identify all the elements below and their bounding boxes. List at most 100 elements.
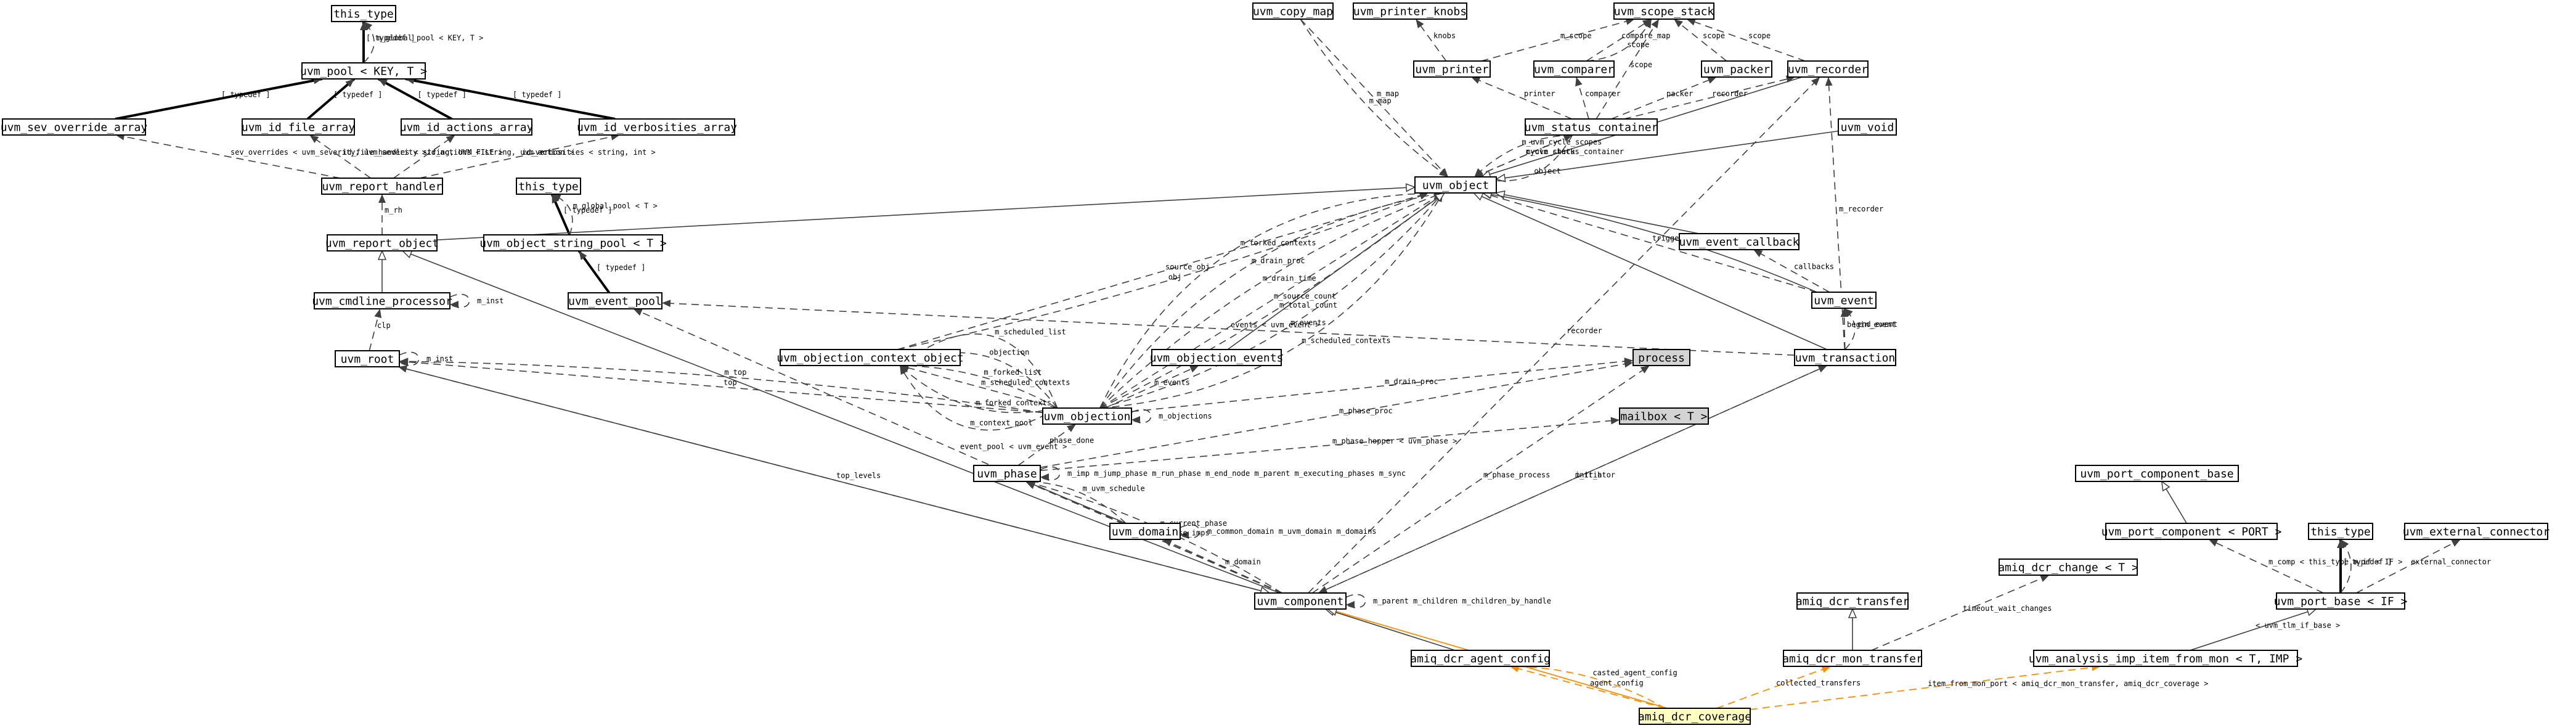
class-node-label: uvm_objection xyxy=(1044,411,1131,423)
class-node-box xyxy=(780,349,961,366)
edge-uvm-transaction-to-uvm-event-pool xyxy=(661,302,1795,356)
arrow-head xyxy=(1040,473,1049,481)
class-node-label: amiq_dcr_coverage xyxy=(1638,711,1751,724)
edge-label: sev_overrides < uvm_severity, uvm_severi… xyxy=(230,148,426,157)
class-node-uvm-event-callback[interactable]: uvm_event_callback xyxy=(1679,233,1800,250)
class-node-label: amiq_dcr_mon_transfer xyxy=(1782,653,1923,666)
class-node-box xyxy=(1619,407,1709,425)
edge-label: printer xyxy=(1524,89,1555,98)
edge-uvm-recorder-to-uvm-scope-stack xyxy=(1686,18,1806,62)
class-node-box xyxy=(1109,523,1181,540)
class-node-uvm-printer[interactable]: uvm_printer xyxy=(1413,60,1491,78)
arrow-head xyxy=(1840,308,1848,317)
edge-uvm-component-to-process xyxy=(1311,365,1650,594)
class-node-uvm-pool[interactable]: uvm_pool < KEY, T > xyxy=(300,62,427,80)
class-node-amiq-dcr-transfer[interactable]: amiq_dcr_transfer xyxy=(1796,592,1909,610)
class-node-amiq-dcr-agent-config[interactable]: amiq_dcr_agent_config xyxy=(1410,650,1551,667)
class-node-uvm-root[interactable]: uvm_root xyxy=(335,350,400,367)
class-node-box xyxy=(483,234,663,252)
class-node-label: uvm_recorder xyxy=(1788,63,1868,76)
edge-label: m_forked_contexts xyxy=(976,398,1051,407)
class-node-label: uvm_port_component < PORT > xyxy=(2101,526,2282,539)
arrow-head xyxy=(2161,480,2170,492)
class-node-uvm-id-verbosities-array[interactable]: uvm_id_verbosities_array xyxy=(577,118,737,136)
class-node-label: uvm_port_component_base xyxy=(2080,468,2233,481)
class-node-uvm-comparer[interactable]: uvm_comparer xyxy=(1533,60,1615,78)
class-node-label: uvm_id_actions_array xyxy=(400,121,534,134)
class-node-amiq-dcr-coverage[interactable]: amiq_dcr_coverage xyxy=(1638,708,1751,725)
class-node-uvm-void[interactable]: uvm_void xyxy=(1838,118,1897,136)
class-node-uvm-phase[interactable]: uvm_phase xyxy=(973,465,1041,482)
class-node-uvm-domain[interactable]: uvm_domain xyxy=(1109,523,1181,540)
class-node-process[interactable]: process xyxy=(1632,349,1690,366)
class-node-uvm-printer-knobs[interactable]: uvm_printer_knobs xyxy=(1353,2,1467,20)
class-node-uvm-report-handler[interactable]: uvm_report_handler xyxy=(321,178,443,195)
edge-uvm-report-handler-to-uvm-sev-override-array xyxy=(115,134,341,179)
arrow-head xyxy=(2451,539,2461,547)
class-node-uvm-transaction[interactable]: uvm_transaction xyxy=(1794,349,1896,366)
arrow-head xyxy=(1821,666,1831,673)
class-node-uvm-external-connector[interactable]: uvm_external_connector xyxy=(2403,523,2550,540)
class-node-box xyxy=(1838,118,1897,136)
class-node-uvm-component[interactable]: uvm_component xyxy=(1254,592,1347,610)
class-node-uvm-port-component[interactable]: uvm_port_component < PORT > xyxy=(2101,523,2282,540)
edge-label: m_scheduled_contexts xyxy=(981,378,1070,387)
class-node-this-type-right[interactable]: this_type xyxy=(2308,523,2373,540)
class-node-uvm-object-string-pool[interactable]: uvm_object_string_pool < T > xyxy=(479,234,667,252)
arrow-head xyxy=(1131,416,1140,423)
class-node-label: uvm_event xyxy=(1814,295,1874,308)
edge-label: recorder xyxy=(1567,327,1602,335)
class-node-label: mailbox < T > xyxy=(1621,411,1708,423)
edge-label: knobs xyxy=(1433,31,1456,40)
edge-label: m_uvm_cycle_scopes xyxy=(1522,137,1602,146)
edge-label: end_event xyxy=(1857,320,1897,329)
class-node-uvm-cmdline-processor[interactable]: uvm_cmdline_processor xyxy=(312,292,452,309)
arrow-head xyxy=(662,300,671,308)
class-node-uvm-copy-map[interactable]: uvm_copy_map xyxy=(1252,2,1334,20)
edge-labels-layer: [ typedef ]m_global_pool < KEY, T >[ typ… xyxy=(221,31,2491,688)
class-node-label: uvm_id_file_array xyxy=(242,121,355,134)
class-node-label: uvm_id_verbosities_array xyxy=(577,121,737,134)
class-node-box xyxy=(1783,650,1922,667)
class-node-this-type-mid[interactable]: this_type xyxy=(516,178,581,195)
class-node-uvm-sev-override-array[interactable]: uvm_sev_override_array xyxy=(1,118,148,136)
class-node-label: uvm_event_pool xyxy=(568,295,662,308)
class-node-uvm-recorder[interactable]: uvm_recorder xyxy=(1787,60,1869,78)
class-node-mailbox[interactable]: mailbox < T > xyxy=(1619,407,1709,425)
class-node-uvm-objection-context-object[interactable]: uvm_objection_context_object xyxy=(776,349,964,366)
arrow-head xyxy=(1189,366,1199,373)
edge-uvm-status-container-to-uvm-scope-stack xyxy=(1596,18,1660,120)
class-node-uvm-id-actions-array[interactable]: uvm_id_actions_array xyxy=(400,118,534,136)
edge-uvm-copy-map-to-uvm-object xyxy=(1300,18,1449,178)
edge-label: object xyxy=(1534,166,1560,175)
edge-label: m_events xyxy=(1290,319,1326,327)
class-node-uvm-id-file-array[interactable]: uvm_id_file_array xyxy=(242,118,355,136)
class-node-box xyxy=(1151,349,1282,366)
class-node-amiq-dcr-mon-transfer[interactable]: amiq_dcr_mon_transfer xyxy=(1782,650,1923,667)
class-node-label: uvm_printer xyxy=(1415,63,1488,76)
edge-uvm-object-string-pool-to-this-type-mid xyxy=(552,194,573,235)
class-node-amiq-dcr-change[interactable]: amiq_dcr_change < T > xyxy=(1998,558,2138,576)
class-node-uvm-status-container[interactable]: uvm_status_container xyxy=(1525,118,1658,136)
class-node-uvm-packer[interactable]: uvm_packer xyxy=(1701,60,1772,78)
edge-label: m_source_count xyxy=(1274,292,1336,301)
class-node-uvm-report-object[interactable]: uvm_report_object xyxy=(325,234,439,252)
edge-amiq-dcr-coverage-to-uvm-analysis-imp xyxy=(1750,666,2101,710)
class-node-uvm-analysis-imp[interactable]: uvm_analysis_imp_item_from_mon < T, IMP … xyxy=(2029,650,2302,667)
arrow-head xyxy=(1674,19,1684,28)
class-node-box xyxy=(1042,407,1132,425)
class-node-this-type-top[interactable]: this_type xyxy=(331,5,396,22)
class-node-uvm-scope-stack[interactable]: uvm_scope_stack xyxy=(1613,2,1714,20)
class-node-uvm-event[interactable]: uvm_event xyxy=(1811,292,1877,309)
arrow-head xyxy=(364,22,373,31)
edge-label: begin_event xyxy=(1847,321,1896,329)
class-node-uvm-object[interactable]: uvm_object xyxy=(1414,176,1497,194)
class-node-uvm-event-pool[interactable]: uvm_event_pool xyxy=(568,292,662,309)
class-node-uvm-port-component-base[interactable]: uvm_port_component_base xyxy=(2075,465,2239,482)
class-node-label: uvm_status_container xyxy=(1525,121,1658,134)
edge-label: id_file_handles < string, UVM_FILE > xyxy=(343,148,503,157)
edge-uvm-void-to-uvm-object xyxy=(1496,130,1839,180)
class-node-uvm-objection[interactable]: uvm_objection xyxy=(1042,407,1132,425)
class-node-uvm-port-base[interactable]: uvm_port_base < IF > xyxy=(2274,592,2408,610)
class-node-uvm-objection-events[interactable]: uvm_objection_events xyxy=(1150,349,1284,366)
